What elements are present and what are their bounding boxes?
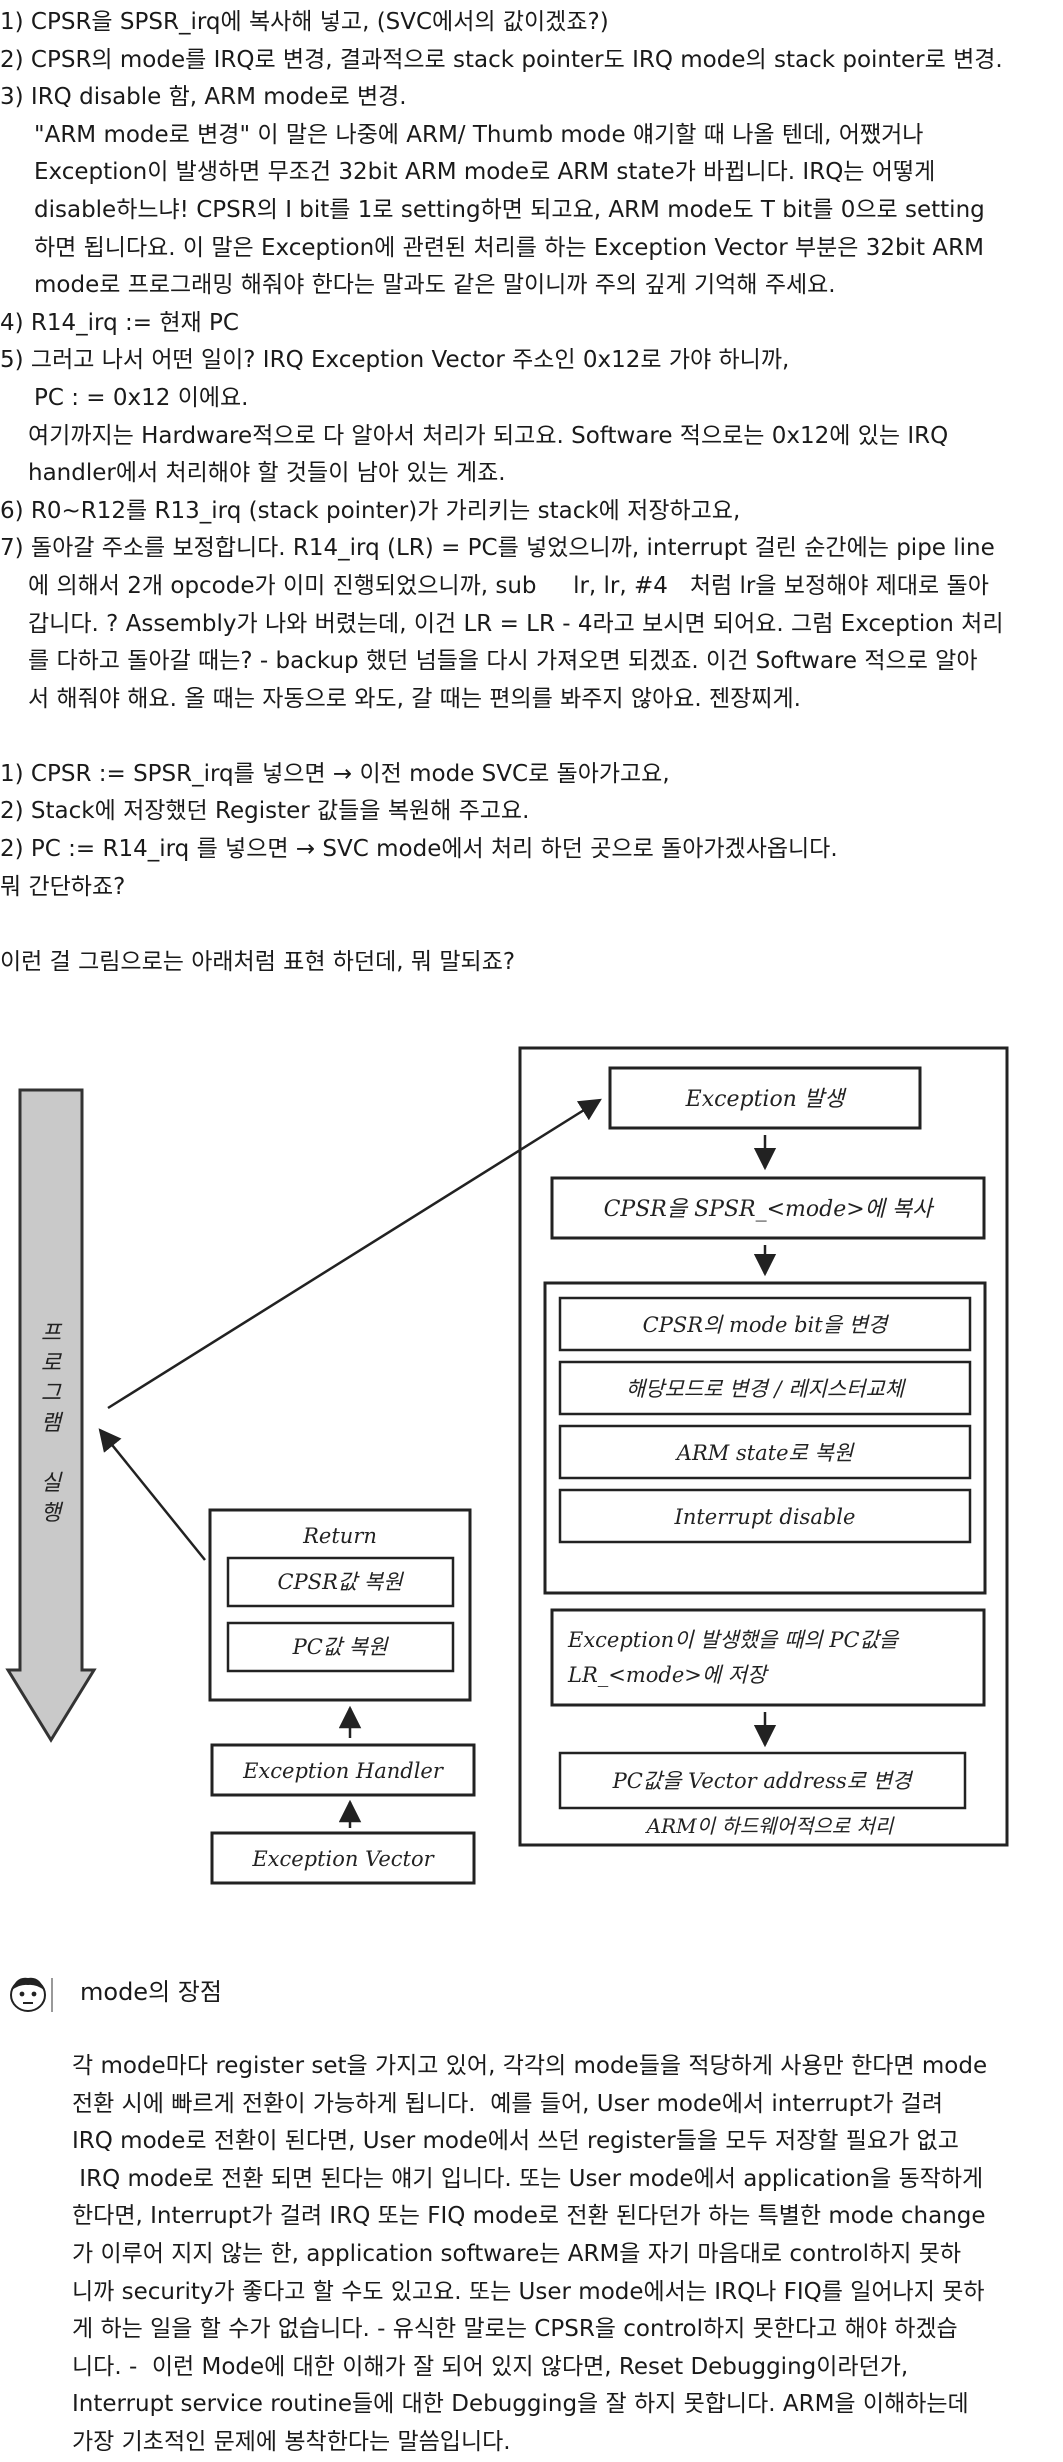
restore-cpsr-box xyxy=(226,1556,455,1608)
paragraph-line: 전환 시에 빠르게 전환이 가능하게 됩니다. 예를 들어, User mode… xyxy=(72,2090,944,2117)
intro-section: 1) CPSR을 SPSR_irq에 복사해 넣고, (SVC에서의 값이겠죠?… xyxy=(0,4,1063,981)
arm-state-box xyxy=(558,1424,972,1480)
return-line: 뭐 간단하죠? xyxy=(0,873,126,900)
restore-pc-label: PC값 복원 xyxy=(292,1635,390,1659)
return-arrow xyxy=(98,1428,206,1561)
note-line: mode로 프로그래밍 해줘야 한다는 말과도 같은 말이니까 주의 깊게 기억… xyxy=(34,272,836,299)
register-swap-label: 해당모드로 변경 / 레지스터교체 xyxy=(626,1377,907,1401)
paragraph-line: 니다. - 이런 Mode에 대한 이해가 잘 되어 있지 않다면, Reset… xyxy=(72,2353,909,2380)
copy-cpsr-box xyxy=(550,1176,986,1240)
program-label-char: 램 xyxy=(41,1411,64,1436)
step-line: 6) R0~R12를 R13_irq (stack pointer)가 가리키는… xyxy=(0,497,741,524)
step-line: 갑니다. ? Assembly가 나와 버렸는데, 이건 LR = LR - 4… xyxy=(28,610,1004,637)
hardware-caption: ARM이 하드웨어적으로 처리 xyxy=(645,1814,895,1838)
exception-handler-label: Exception Handler xyxy=(242,1759,445,1783)
paragraph-line: IRQ mode로 전환이 된다면, User mode에서 쓰던 regist… xyxy=(72,2128,959,2155)
to-exception-arrow xyxy=(107,1098,602,1410)
step-line: 5) 그러고 나서 어떤 일이? IRQ Exception Vector 주소… xyxy=(0,347,790,374)
save-pc-label-line1: Exception이 발생했을 때의 PC값을 xyxy=(567,1628,900,1652)
note-line: 여기까지는 Hardware적으로 다 알아서 처리가 되고요. Softwar… xyxy=(28,422,949,449)
program-label-char: 로 xyxy=(41,1351,63,1376)
note-line: Exception이 발생하면 무조건 32bit ARM mode로 ARM … xyxy=(34,159,936,186)
paragraph-line: IRQ mode로 전환 되면 된다는 얘기 입니다. 또는 User mode… xyxy=(72,2165,984,2192)
arm-state-label: ARM state로 복원 xyxy=(675,1441,855,1465)
exception-occur-box xyxy=(608,1066,922,1130)
exception-vector-box xyxy=(210,1831,476,1885)
pc-line: PC : = 0x12 이에요. xyxy=(34,384,249,411)
change-mode-bit-label: CPSR의 mode bit을 변경 xyxy=(643,1313,890,1337)
paragraph-line: 한다면, Interrupt가 걸려 IRQ 또는 FIQ mode로 전환 된… xyxy=(72,2203,986,2230)
exception-vector-label: Exception Vector xyxy=(251,1847,435,1871)
pc-to-vector-label: PC값을 Vector address로 변경 xyxy=(612,1769,914,1793)
exception-diagram: 프 로 그 램 실 행 Exception 발생 CPSR을 SPSR_<mod… xyxy=(5,1046,1009,1885)
program-label-char: 실 xyxy=(41,1471,63,1496)
mode-change-group-box xyxy=(543,1281,987,1595)
note-line: disable하느냐! CPSR의 I bit를 1로 setting하면 되고… xyxy=(34,196,985,223)
paragraph-line: 게 하는 일을 할 수가 없습니다. - 유식한 말로는 CPSR을 contr… xyxy=(72,2316,958,2343)
paragraph-line: 니까 security가 좋다고 할 수도 있고요. 또는 User mode에… xyxy=(72,2278,985,2305)
return-box xyxy=(208,1508,472,1702)
mode-section-title: mode의 장점 xyxy=(80,1978,222,2006)
face-icon xyxy=(10,1977,53,2012)
interrupt-disable-label: Interrupt disable xyxy=(674,1505,856,1529)
save-pc-label-line2: LR_<mode>에 저장 xyxy=(567,1663,769,1687)
step-line: 를 다하고 돌아갈 때는? - backup 했던 넘들을 다시 가져오면 되겠… xyxy=(28,648,978,675)
step-line: 2) CPSR의 mode를 IRQ로 변경, 결과적으로 stack poin… xyxy=(0,46,1003,73)
return-line: 2) PC := R14_irq 를 넣으면 → SVC mode에서 처리 하… xyxy=(0,836,838,863)
return-line: 2) Stack에 저장했던 Register 값들을 복원해 주고요. xyxy=(0,798,530,825)
save-pc-box xyxy=(550,1608,986,1707)
restore-cpsr-label: CPSR값 복원 xyxy=(277,1570,404,1594)
program-label-char: 그 xyxy=(41,1381,62,1406)
return-title: Return xyxy=(302,1524,377,1548)
paragraph-line: Interrupt service routine들에 대한 Debugging… xyxy=(72,2391,969,2418)
hardware-process-box xyxy=(518,1046,1009,1847)
step-line: 7) 돌아갈 주소를 보정합니다. R14_irq (LR) = PC를 넣었으… xyxy=(0,535,995,562)
note-line: handler에서 처리해야 할 것들이 남아 있는 게죠. xyxy=(28,460,506,487)
change-mode-bit-box xyxy=(558,1296,972,1352)
program-label-char: 프 xyxy=(41,1321,63,1346)
pc-to-vector-box xyxy=(558,1751,967,1810)
paragraph-line: 가 이루어 지지 않는 한, application software는 ARM… xyxy=(72,2240,962,2267)
exception-handler-box xyxy=(210,1743,476,1797)
paragraph-line: 가장 기초적인 문제에 봉착한다는 말씀입니다. xyxy=(72,2428,511,2455)
note-line: "ARM mode로 변경" 이 말은 나중에 ARM/ Thumb mode … xyxy=(34,121,924,148)
diagram-intro: 이런 걸 그림으로는 아래처럼 표현 하던데, 뭐 말되죠? xyxy=(0,948,516,975)
restore-pc-box xyxy=(226,1621,455,1673)
note-line: 하면 됩니다요. 이 말은 Exception에 관련된 처리를 하는 Exce… xyxy=(34,234,984,261)
avatar xyxy=(6,1972,66,2016)
mode-advantage-paragraph: 각 mode마다 register set을 가지고 있어, 각각의 mode들… xyxy=(72,2048,1062,2462)
step-line: 4) R14_irq := 현재 PC xyxy=(0,309,239,336)
copy-cpsr-label: CPSR을 SPSR_<mode>에 복사 xyxy=(604,1197,936,1222)
program-label-char: 행 xyxy=(41,1501,64,1526)
step-line: 서 해줘야 해요. 올 때는 자동으로 와도, 갈 때는 편의를 봐주지 않아요… xyxy=(28,685,801,712)
interrupt-disable-box xyxy=(558,1488,972,1544)
step-line: 3) IRQ disable 함, ARM mode로 변경. xyxy=(0,84,407,111)
program-execution-arrow: 프 로 그 램 실 행 xyxy=(5,1088,97,1743)
register-swap-box xyxy=(558,1360,972,1416)
return-line: 1) CPSR := SPSR_irq를 넣으면 → 이전 mode SVC로 … xyxy=(0,760,670,787)
step-line: 1) CPSR을 SPSR_irq에 복사해 넣고, (SVC에서의 값이겠죠?… xyxy=(0,9,609,35)
step-line: 에 의해서 2개 opcode가 이미 진행되었으니까, sub lr, lr,… xyxy=(28,572,989,599)
paragraph-line: 각 mode마다 register set을 가지고 있어, 각각의 mode들… xyxy=(72,2053,988,2079)
exception-occur-label: Exception 발생 xyxy=(685,1087,847,1112)
